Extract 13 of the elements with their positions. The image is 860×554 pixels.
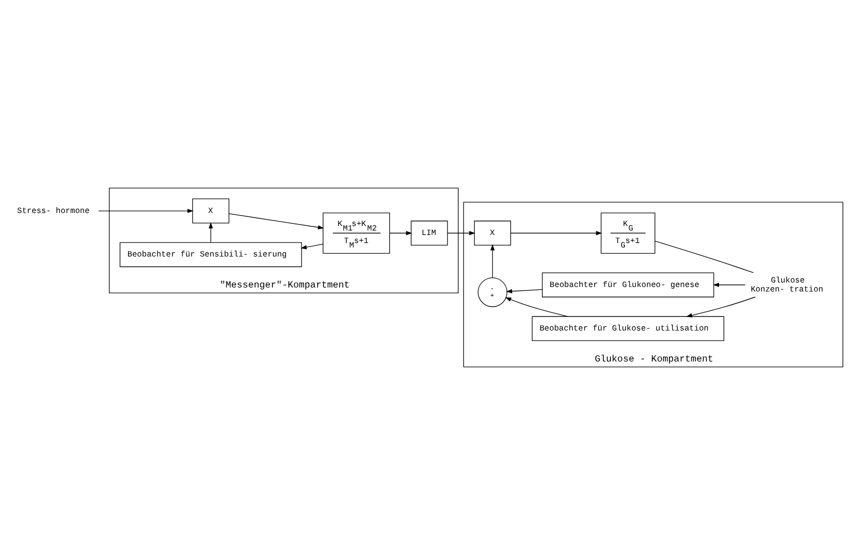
arrow bbox=[98, 208, 194, 213]
arrow bbox=[506, 288, 542, 293]
arrow bbox=[447, 230, 476, 235]
connector bbox=[654, 240, 754, 273]
arrow bbox=[300, 243, 324, 249]
arrow bbox=[208, 222, 213, 242]
arrow bbox=[712, 282, 746, 287]
arrow bbox=[510, 230, 602, 235]
arrow bbox=[228, 212, 324, 229]
arrow bbox=[389, 230, 412, 235]
arrow bbox=[505, 296, 568, 316]
arrow bbox=[490, 244, 495, 278]
arrow bbox=[686, 296, 756, 317]
